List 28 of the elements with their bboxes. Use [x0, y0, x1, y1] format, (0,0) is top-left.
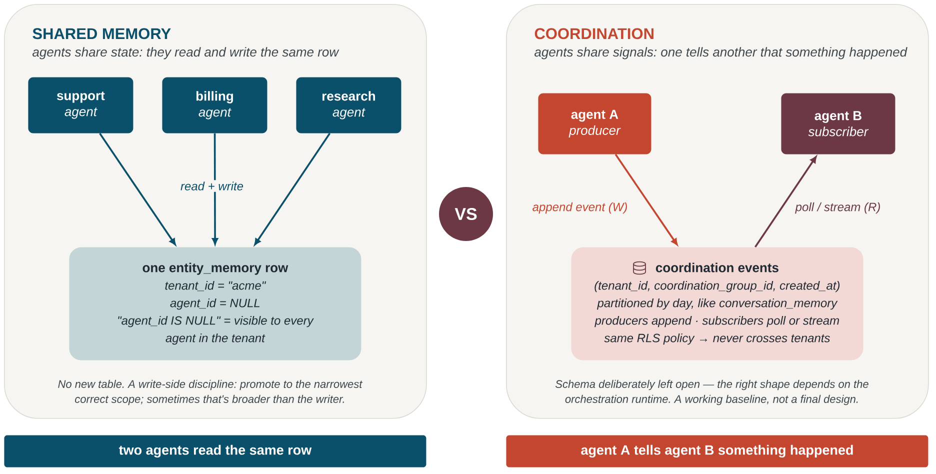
arrow	[614, 154, 678, 246]
edge-label: read + write	[179, 180, 246, 192]
record-box: one entity_memory row tenant_id = "acme" agent_id = NULL "agent_id IS NULL" = visible to every agent in the tenant	[69, 247, 362, 360]
edge-label: poll / stream (R)	[794, 200, 882, 216]
arrow	[254, 132, 330, 246]
note-text: No new table. A write-side discipline: promote to the narrowest correct scope; sometimes that's broader than the writer.	[58, 380, 363, 406]
arrow	[212, 133, 218, 245]
caption-bar: two agents read the same row	[4, 435, 426, 468]
node-label: same RLS policy → never crosses tenants	[604, 333, 830, 345]
agent-box: billing agent	[162, 77, 268, 134]
node-label: coordination events	[656, 262, 778, 272]
panel-heading: COORDINATION	[534, 28, 654, 40]
agent-box: research agent	[296, 77, 402, 134]
caption-bar: agent A tells agent B something happened	[506, 435, 928, 468]
panel-subtitle: agents share state: they read and write the same row	[32, 47, 340, 60]
panel-heading: SHARED MEMORY	[32, 28, 171, 40]
agent-box: support agent	[28, 77, 134, 134]
edge-label: append event (W)	[530, 200, 630, 216]
node-label: (tenant_id, coordination_group_id, created_at)	[594, 280, 840, 292]
agent-box: agent A producer	[538, 93, 652, 154]
arrow	[99, 132, 176, 246]
record-box: coordination events (tenant_id, coordination_group_id, created_at) partitioned by day, like conversation_memory producers append · subscribers poll or stream same RLS policy → never crosses tenants	[571, 247, 864, 360]
agent-box: agent B subscriber	[781, 93, 896, 154]
node-label: producers append · subscribers poll or stream	[594, 316, 839, 328]
panel-subtitle: agents share signals: one tells another that something happened	[534, 47, 908, 60]
note-text: Schema deliberately left open — the right shape depends on the orchestration runtime. A working baseline, not a final design.	[555, 380, 868, 406]
node-label: partitioned by day, like conversation_memory	[596, 298, 838, 310]
arrow	[754, 156, 817, 248]
